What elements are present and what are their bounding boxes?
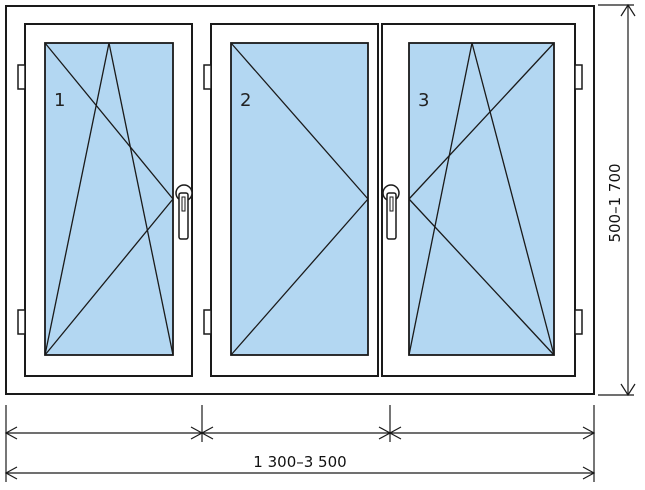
sash-3-number: 3 [418, 90, 429, 111]
sash-3-handle [382, 184, 400, 240]
sash-1-hinge-bottom [17, 309, 26, 335]
width-label-background [245, 452, 355, 472]
sash-2-turn-lines [230, 42, 369, 356]
sash-2: 2 [203, 23, 379, 377]
sash-3: 3 [381, 23, 583, 377]
width-dimension-label: 1 300–3 500 [253, 453, 346, 471]
width-dimensions [4, 405, 596, 482]
sash-1-hinge-top [17, 64, 26, 90]
height-dimension-label: 500–1 700 [606, 163, 624, 242]
sash-2-number: 2 [240, 90, 251, 111]
sash-3-turn-lines [408, 42, 555, 356]
sash-3-glass [408, 42, 555, 356]
sash-1: 1 [17, 23, 193, 377]
sash-1-handle [175, 184, 193, 240]
sash-2-hinge-bottom [203, 309, 212, 335]
sash-3-hinge-top [574, 64, 583, 90]
sash-1-turn-lines [44, 42, 174, 356]
sash-2-glass [230, 42, 369, 356]
sash-3-hinge-bottom [574, 309, 583, 335]
sash-1-number: 1 [54, 90, 65, 111]
height-dimension [598, 3, 636, 397]
sash-2-hinge-top [203, 64, 212, 90]
